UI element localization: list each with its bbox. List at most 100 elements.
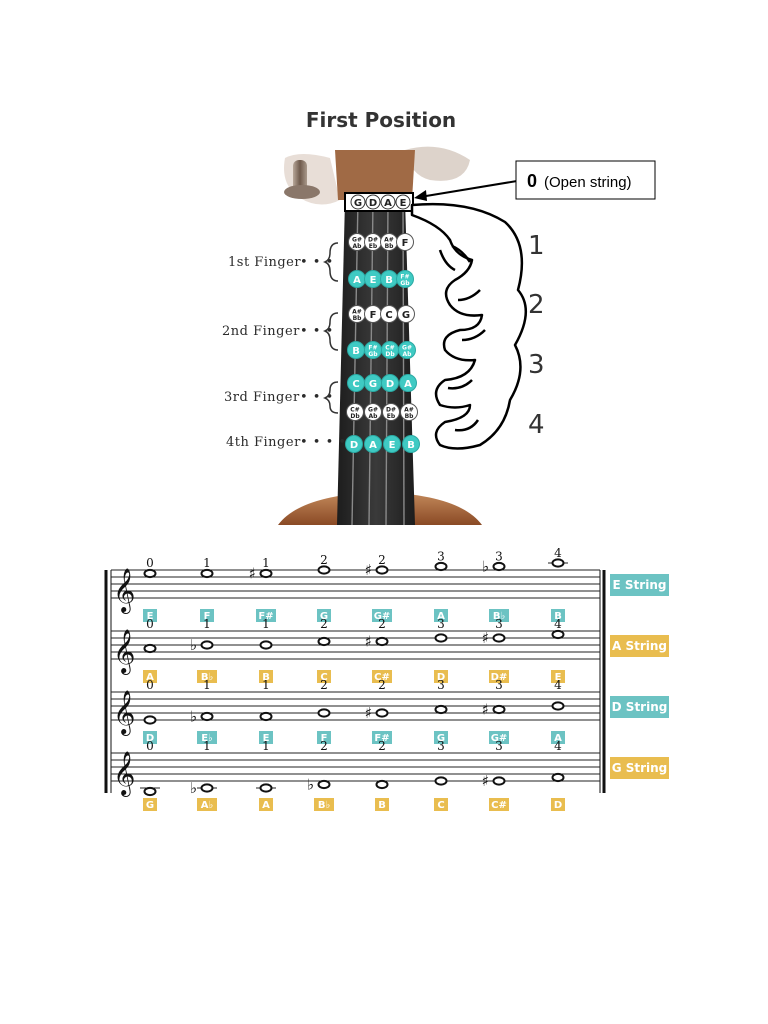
string-tag-label: D String xyxy=(612,700,668,714)
finger-number: 3 xyxy=(495,550,503,564)
open-note-label: E xyxy=(400,198,407,209)
accidental: ♯ xyxy=(482,701,489,719)
finger-number: 2 xyxy=(378,678,386,692)
finger-label-3: 3rd Finger xyxy=(224,390,300,405)
finger-number: 4 xyxy=(554,546,562,560)
accidental: ♯ xyxy=(365,633,372,651)
finger-number: 1 xyxy=(203,739,211,753)
finger-number: 3 xyxy=(437,550,445,564)
accidental: ♯ xyxy=(249,565,256,583)
whole-note xyxy=(319,638,330,645)
fingerboard-note-label: Bb xyxy=(405,413,415,420)
finger-number: 0 xyxy=(146,739,154,753)
note-name-text: G xyxy=(146,800,154,811)
open-string-arrow xyxy=(420,181,517,197)
note-name-text: B♭ xyxy=(318,800,331,811)
staff-3: 𝄞0D♭1E♭1E2F♯2F#3G♯3G#4AD String xyxy=(111,678,669,744)
fingerboard-note-label: E xyxy=(389,440,396,451)
whole-note xyxy=(261,641,272,648)
whole-note xyxy=(202,713,213,720)
whole-note xyxy=(202,641,213,648)
hand-number-2: 2 xyxy=(528,290,545,320)
whole-note xyxy=(494,634,505,641)
fingerboard-note-label: Ab xyxy=(369,413,379,420)
whole-note xyxy=(319,781,330,788)
fingerboard-note-label: A xyxy=(404,379,412,390)
whole-note xyxy=(377,781,388,788)
fingerboard-note-label: Gb xyxy=(400,280,410,287)
whole-note xyxy=(436,706,447,713)
fingerboard-note-label: Db xyxy=(385,351,395,358)
finger-number: 3 xyxy=(495,678,503,692)
open-string-number: 0 xyxy=(527,171,537,191)
finger-number: 2 xyxy=(320,739,328,753)
fingerboard-note-label: F xyxy=(402,238,409,249)
finger-number: 3 xyxy=(437,739,445,753)
fingerboard-note-label: A xyxy=(353,275,361,286)
hand-number-1: 1 xyxy=(528,231,545,261)
finger-number: 3 xyxy=(437,678,445,692)
finger-label-1: 1st Finger xyxy=(228,255,301,270)
note-name-text: C xyxy=(437,800,444,811)
accidental: ♭ xyxy=(190,636,197,654)
whole-note xyxy=(145,570,156,577)
whole-note xyxy=(436,563,447,570)
treble-clef-icon: 𝄞 xyxy=(113,568,135,614)
fingerboard-note-label: A xyxy=(369,440,377,451)
finger-number: 3 xyxy=(495,617,503,631)
finger-label-4: 4th Finger xyxy=(226,435,301,450)
hand-icon xyxy=(412,204,526,448)
finger-number: 1 xyxy=(203,617,211,631)
note-name-text: A xyxy=(262,800,270,811)
whole-note xyxy=(553,702,564,709)
accidental: ♯ xyxy=(482,772,489,790)
fingerboard-note-label: Bb xyxy=(385,243,395,250)
arrow-head xyxy=(414,190,427,201)
finger-number: 0 xyxy=(146,556,154,570)
fingerboard-note-label: Db xyxy=(350,413,360,420)
whole-note xyxy=(261,570,272,577)
hand-number-4: 4 xyxy=(528,410,545,440)
whole-note xyxy=(553,774,564,781)
whole-note xyxy=(377,709,388,716)
fingerboard-note-label: G xyxy=(402,310,410,321)
finger-number: 2 xyxy=(320,617,328,631)
finger-number: 1 xyxy=(262,556,270,570)
finger-label-3-dots: • • • xyxy=(300,390,334,405)
finger-number: 4 xyxy=(554,678,562,692)
finger-number: 1 xyxy=(203,556,211,570)
fingerboard-note-label: D xyxy=(386,379,394,390)
note-name-text: C# xyxy=(491,800,507,811)
whole-note xyxy=(145,716,156,723)
fingerboard-note-label: Ab xyxy=(403,351,413,358)
accidental: ♯ xyxy=(365,561,372,579)
finger-number: 2 xyxy=(378,739,386,753)
fingerboard-note-label: D xyxy=(350,440,358,451)
whole-note xyxy=(145,645,156,652)
finger-number: 4 xyxy=(554,617,562,631)
fingerboard-note-label: B xyxy=(385,275,393,286)
finger-number: 3 xyxy=(495,739,503,753)
whole-note xyxy=(494,777,505,784)
finger-number: 2 xyxy=(320,678,328,692)
note-name-text: D xyxy=(554,800,562,811)
string-tag-label: A String xyxy=(612,639,667,653)
treble-clef-icon: 𝄞 xyxy=(113,751,135,797)
fingerboard-note-label: C xyxy=(385,310,392,321)
whole-note xyxy=(553,559,564,566)
whole-note xyxy=(319,709,330,716)
note-name-text: A♭ xyxy=(201,800,214,811)
fingerboard-note-label: Eb xyxy=(369,243,378,250)
fingerboard-note-label: Bb xyxy=(353,315,363,322)
whole-note xyxy=(494,706,505,713)
staff-1: 𝄞0E1F♯1F#2G♯2G#3A♭3B♭4BE String xyxy=(111,546,669,622)
accidental: ♭ xyxy=(482,558,489,576)
note-name-text: B xyxy=(378,800,386,811)
fingerboard-note-label: B xyxy=(407,440,415,451)
fingerboard-note-label: G xyxy=(369,379,377,390)
fingerboard-note-label: E xyxy=(370,275,377,286)
treble-clef-icon: 𝄞 xyxy=(113,690,135,736)
